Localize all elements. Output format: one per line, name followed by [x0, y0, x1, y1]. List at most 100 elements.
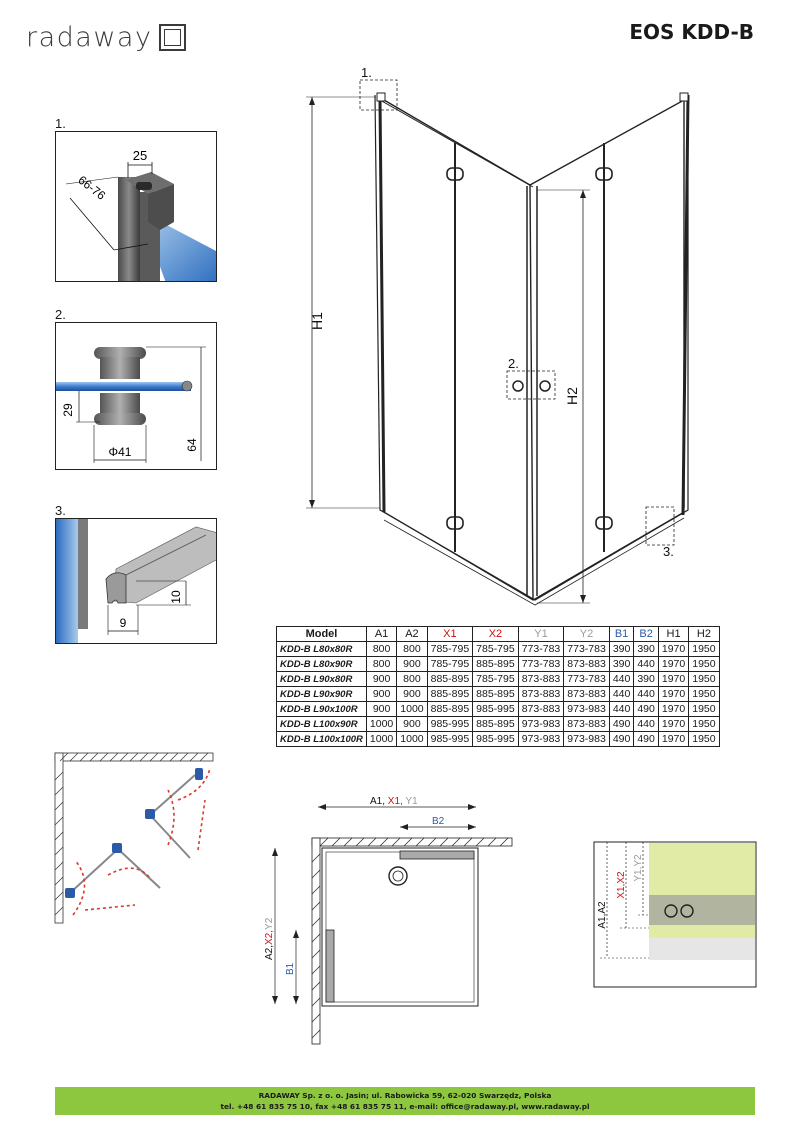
cell: 440 [633, 686, 659, 702]
dim-66-76: 66-76 [75, 173, 108, 203]
header-a1: A1 [365, 626, 398, 642]
header-model: Model [276, 626, 367, 642]
cell: 390 [633, 671, 659, 687]
cell: 900 [365, 701, 398, 717]
cell: 1970 [657, 686, 690, 702]
cell: 1000 [396, 701, 428, 717]
cell: 390 [608, 656, 635, 672]
cell: 390 [633, 641, 659, 657]
cell: 973-983 [563, 701, 610, 717]
cell: 973-983 [517, 731, 565, 747]
table-row: KDD-B L90x100R 900 1000 885-895 985-995 … [276, 701, 720, 717]
header-b2: B2 [633, 626, 659, 642]
dim-diameter-41: Φ41 [109, 445, 132, 459]
header-y2: Y2 [563, 626, 610, 642]
detail-1-box: 25 66-76 [55, 131, 217, 282]
cell: 440 [633, 656, 659, 672]
dim-29: 29 [61, 403, 75, 417]
cell: 873-883 [517, 671, 565, 687]
cell: 490 [633, 731, 659, 747]
cell: 985-995 [472, 731, 519, 747]
cell: 1970 [657, 701, 690, 717]
cell: 1970 [657, 671, 690, 687]
svg-text:A1, X1, Y1: A1, X1, Y1 [370, 796, 418, 807]
cell: 785-795 [472, 641, 519, 657]
cell: 985-995 [426, 731, 474, 747]
dim-10: 10 [169, 590, 183, 604]
callout-2: 2. [508, 356, 519, 371]
cell: 1950 [688, 671, 720, 687]
cell-model: KDD-B L90x80R [276, 671, 367, 687]
table-row: KDD-B L80x80R 800 800 785-795 785-795 77… [276, 641, 720, 657]
cell: 800 [365, 641, 398, 657]
door-swing-diagram [54, 752, 214, 924]
detail-2-drawing: 29 Φ41 64 [56, 346, 206, 463]
dim-b1: B1 [285, 962, 296, 975]
dim-64: 64 [185, 438, 199, 452]
cell: 773-783 [517, 641, 565, 657]
table-header-row: Model A1 A2 X1 X2 Y1 Y2 B1 B2 H1 H2 [276, 626, 720, 642]
cell: 1000 [365, 716, 398, 732]
cell: 1950 [688, 716, 720, 732]
cell: 985-995 [426, 716, 474, 732]
cell: 1970 [657, 641, 690, 657]
cell: 1970 [657, 731, 690, 747]
cell: 873-883 [563, 716, 610, 732]
cell: 885-895 [472, 686, 519, 702]
dim-a1: A1, [370, 796, 385, 807]
cell-model: KDD-B L100x90R [276, 716, 367, 732]
footer-contact: tel. +48 61 835 75 10, fax +48 61 835 75… [220, 1102, 590, 1111]
detail-3-drawing: 10 9 [56, 519, 216, 643]
footer-address: RADAWAY Sp. z o. o. Jasin; ul. Rabowicka… [258, 1091, 552, 1100]
dim-x2: X2, [264, 930, 275, 945]
cell: 900 [396, 656, 428, 672]
cell: 800 [365, 656, 398, 672]
cell: 1950 [688, 701, 720, 717]
cell: 885-895 [426, 701, 474, 717]
cell: 785-795 [472, 671, 519, 687]
footer-contact-bar: RADAWAY Sp. z o. o. Jasin; ul. Rabowicka… [55, 1087, 755, 1115]
cell: 900 [365, 686, 398, 702]
cell: 900 [396, 686, 428, 702]
dim-b2: B2 [432, 816, 445, 827]
dim-x1-x2: X1,X2 [616, 871, 627, 899]
cell: 490 [608, 716, 635, 732]
dim-y1: Y1 [403, 796, 418, 807]
cell: 1950 [688, 731, 720, 747]
detail-3-label: 3. [55, 503, 66, 518]
detail-3-box: 10 9 [55, 518, 217, 644]
cell: 1950 [688, 686, 720, 702]
cell: 900 [396, 716, 428, 732]
cell: 1950 [688, 641, 720, 657]
cell: 1970 [657, 716, 690, 732]
header-x1: X1 [426, 626, 474, 642]
dim-h2: H2 [564, 387, 580, 405]
dim-h1: H1 [309, 312, 325, 330]
table-row: KDD-B L100x100R 1000 1000 985-995 985-99… [276, 731, 720, 747]
callout-3: 3. [663, 544, 674, 559]
dim-9: 9 [120, 616, 127, 630]
callout-1: 1. [361, 65, 372, 80]
cell: 773-783 [517, 656, 565, 672]
table-row: KDD-B L80x90R 800 900 785-795 885-895 77… [276, 656, 720, 672]
table-row: KDD-B L90x80R 900 800 885-895 785-795 87… [276, 671, 720, 687]
cell: 900 [365, 671, 398, 687]
dim-a2: A2, [264, 945, 275, 960]
dim-y2: Y2 [264, 917, 275, 930]
cell: 873-883 [517, 701, 565, 717]
cell: 973-983 [563, 731, 610, 747]
logo-text: radaway [26, 22, 153, 53]
dim-25: 25 [133, 148, 147, 163]
dim-a1-a2: A1,A2 [597, 901, 608, 929]
header-b1: B1 [608, 626, 635, 642]
cell: 440 [608, 671, 635, 687]
detail-1-label: 1. [55, 116, 66, 131]
side-detail: A1,A2 X1,X2 Y1,Y2 [593, 841, 757, 988]
cell: 800 [396, 671, 428, 687]
detail-2-label: 2. [55, 307, 66, 322]
cell: 490 [608, 731, 635, 747]
detail-1-drawing: 25 66-76 [65, 148, 216, 281]
header-h1: H1 [657, 626, 690, 642]
cell: 885-895 [426, 686, 474, 702]
cell: 885-895 [472, 656, 519, 672]
